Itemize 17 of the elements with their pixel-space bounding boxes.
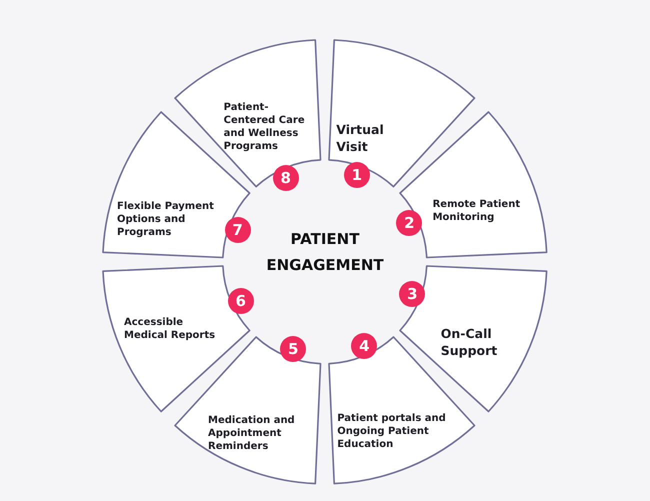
segment-label: Patient portals and Ongoing Patient Education xyxy=(337,412,447,451)
segment-label: Remote Patient Monitoring xyxy=(432,198,522,224)
segment-label: Accessible Medical Reports xyxy=(124,316,216,342)
number-badge: 1 xyxy=(344,162,370,188)
segment-label: Flexible Payment Options and Programs xyxy=(117,200,215,240)
segment-label: On-Call Support xyxy=(440,324,498,359)
number-badge: 2 xyxy=(396,210,422,236)
number-badge: 6 xyxy=(228,288,254,314)
segment-label: Virtual Visit xyxy=(336,121,385,156)
center-title: PATIENT ENGAGEMENT xyxy=(265,229,385,276)
segment-label: Medication and Appointment Reminders xyxy=(208,414,296,453)
number-badge: 7 xyxy=(224,217,251,244)
segment-label: Patient-Centered Care and Wellness Programs xyxy=(224,101,306,154)
number-badge: 5 xyxy=(280,336,306,362)
number-badge: 4 xyxy=(351,333,378,360)
number-badge: 3 xyxy=(399,280,426,307)
number-badge: 8 xyxy=(272,164,299,191)
